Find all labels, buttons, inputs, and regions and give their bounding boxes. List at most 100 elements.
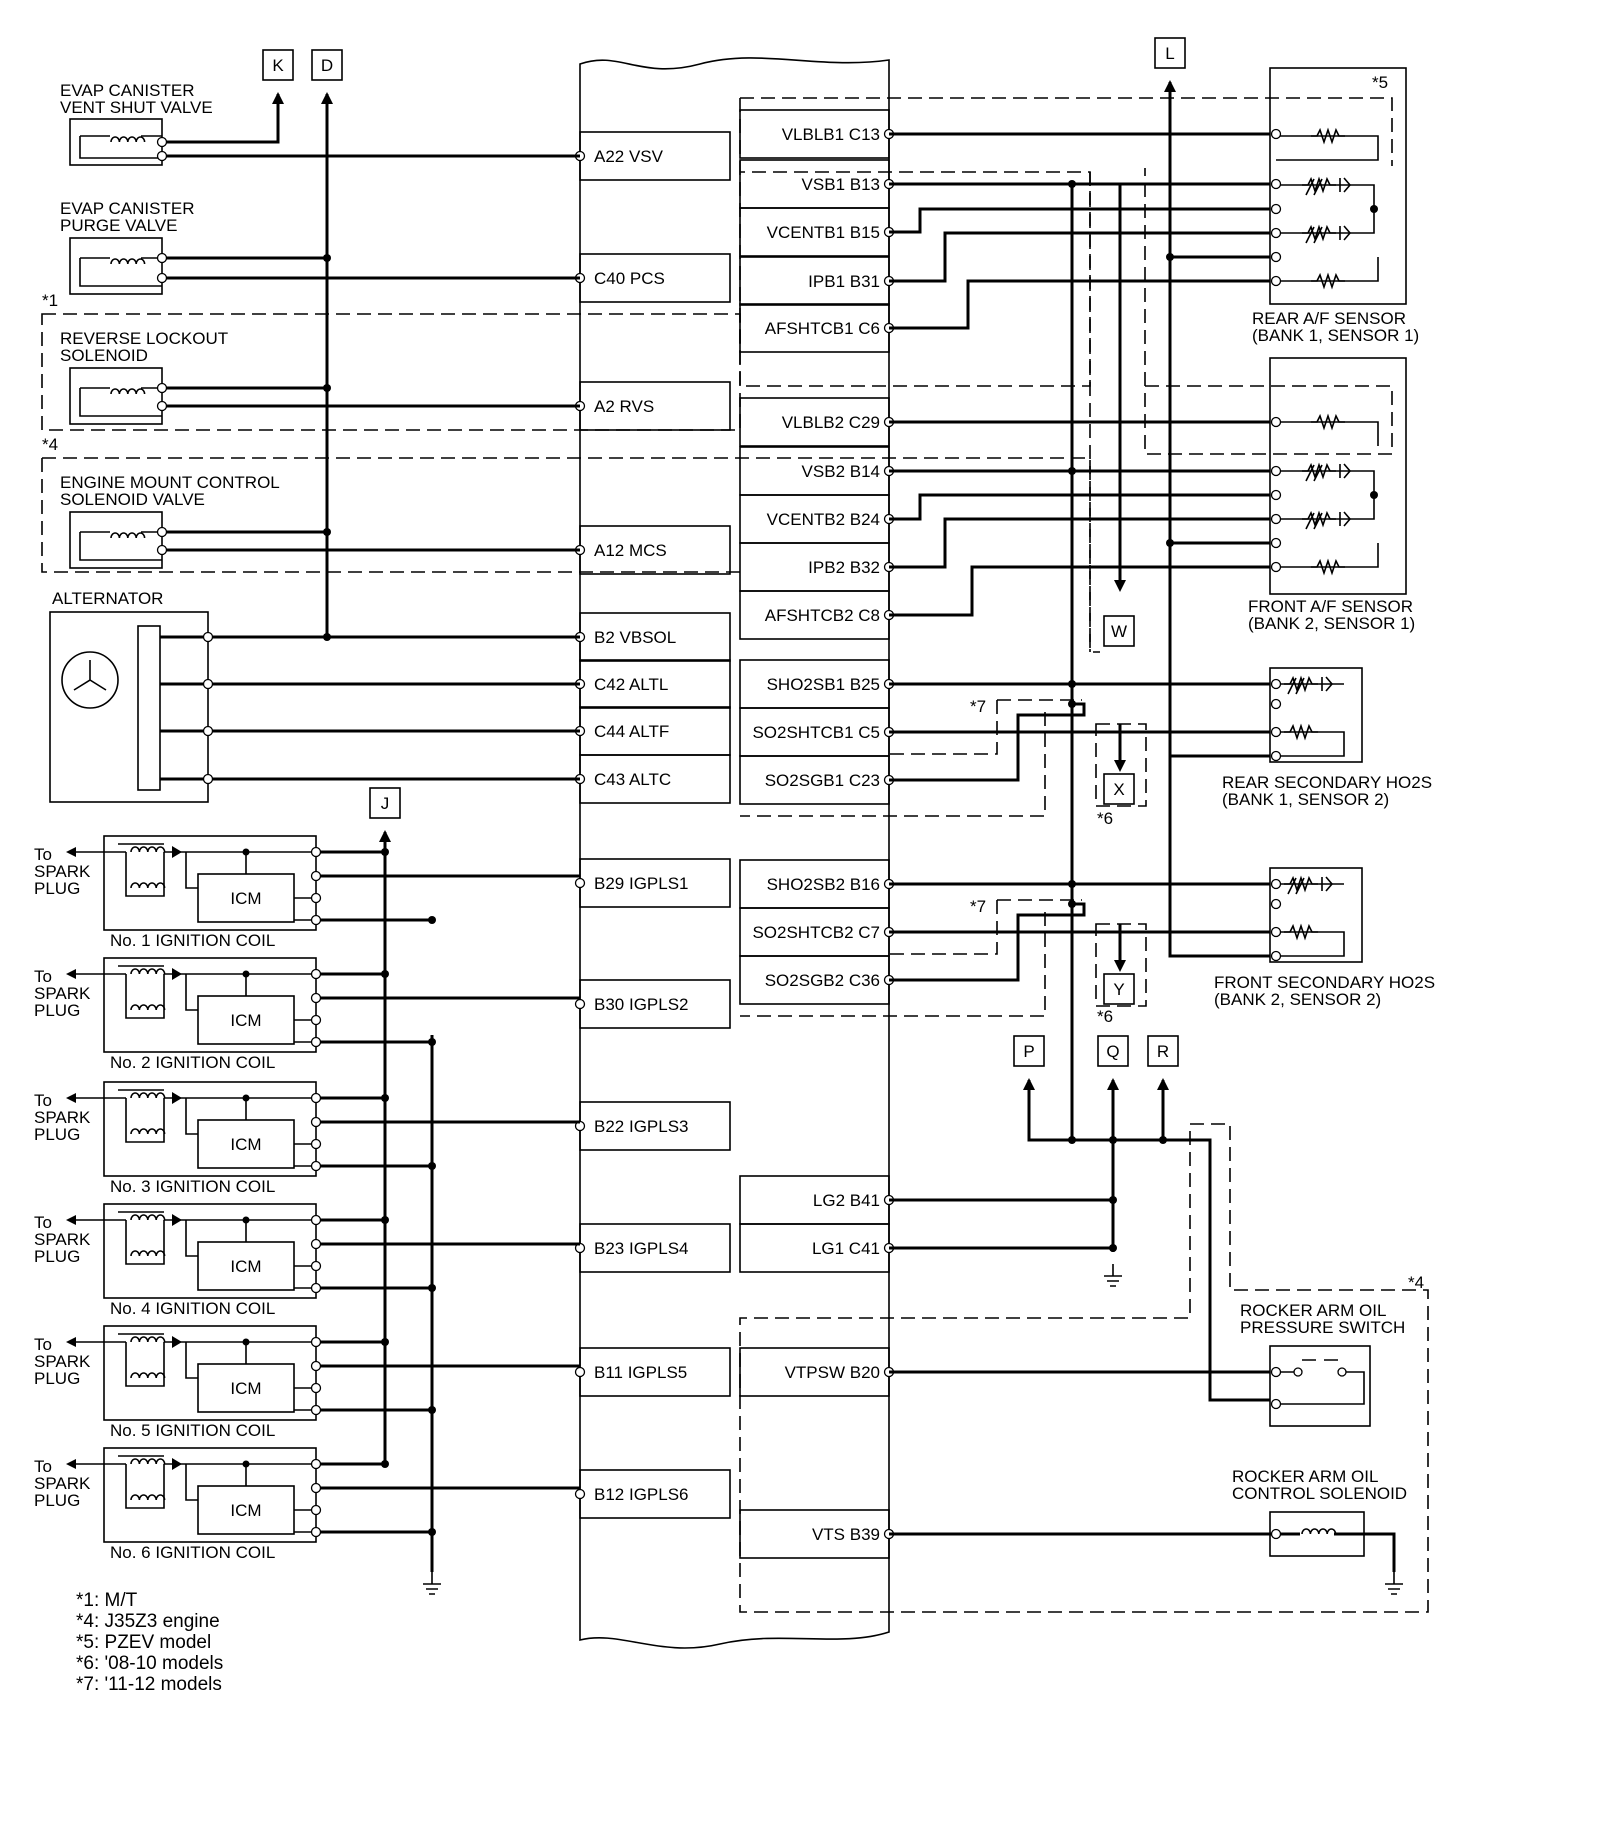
ecm-right-pin-label: SO2SGB1 C23 (765, 771, 880, 790)
reverse-lockout-label-2: SOLENOID (60, 346, 148, 365)
front-af-label-2: (BANK 2, SENSOR 1) (1248, 614, 1415, 633)
icm-label: ICM (230, 1379, 261, 1398)
rocker-arm-pressure-switch: ROCKER ARM OIL PRESSURE SWITCH (1240, 1301, 1405, 1427)
ecm-right-pin-label: LG2 B41 (813, 1191, 880, 1210)
coil-terminal (310, 892, 322, 904)
note-mark-6b: *6 (1097, 1007, 1113, 1026)
ignition-coil-box (103, 1325, 317, 1421)
rear-ho2s-label-1: REAR SECONDARY HO2S (1222, 773, 1432, 792)
spark-plug-label-3: PLUG (34, 1001, 80, 1020)
rear-af-label-1: REAR A/F SENSOR (1252, 309, 1406, 328)
ecm-right-pin-label: VLBLB1 C13 (782, 125, 880, 144)
terminal-pin (1270, 203, 1282, 215)
spark-arrow (66, 847, 76, 857)
terminal-pin (1270, 698, 1282, 710)
ecm-left-pin-label: C42 ALTL (594, 675, 668, 694)
spark-plug-label-1: To (34, 1335, 52, 1354)
coil-terminal (310, 1404, 322, 1416)
spark-plug-label-2: SPARK (34, 1108, 91, 1127)
evap-vent-valve: EVAP CANISTER VENT SHUT VALVE (60, 81, 213, 166)
coil-terminal (310, 1138, 322, 1150)
rear-ho2s-label-2: (BANK 1, SENSOR 2) (1222, 790, 1389, 809)
note-mark-4a: *4 (42, 435, 58, 454)
icm-label: ICM (230, 1257, 261, 1276)
terminal-pin (1270, 128, 1282, 140)
icm-label: ICM (230, 1501, 261, 1520)
spark-arrow (66, 1215, 76, 1225)
footnotes: *1: M/T *4: J35Z3 engine *5: PZEV model … (76, 1590, 223, 1695)
ecm-right-pin-label: IPB1 B31 (808, 272, 880, 291)
ecm-left-pin-label: A12 MCS (594, 541, 667, 560)
ecm-left-pin-label: B2 VBSOL (594, 628, 676, 647)
terminal-pin (1270, 561, 1282, 573)
connector-k: K (262, 49, 294, 81)
coil-terminal (310, 1526, 322, 1538)
terminal-pin (1270, 878, 1282, 890)
spark-plug-label-3: PLUG (34, 1247, 80, 1266)
coil-terminal (310, 992, 322, 1004)
spark-arrow (66, 1337, 76, 1347)
footnote-4: *6: '08-10 models (76, 1653, 223, 1674)
ecm-left-pin-label: B12 IGPLS6 (594, 1485, 689, 1504)
reverse-lockout-solenoid: REVERSE LOCKOUT SOLENOID (60, 329, 228, 425)
coil-junction (242, 1460, 250, 1468)
coil-junction (242, 970, 250, 978)
icm-label: ICM (230, 1011, 261, 1030)
ignition-coil-box (103, 1203, 317, 1299)
coil-terminal (310, 914, 322, 926)
terminal-pin (202, 678, 214, 690)
spark-arrow (66, 1093, 76, 1103)
coil-primary-winding (130, 968, 166, 975)
connector-r-label: R (1157, 1042, 1169, 1061)
connector-y-label: Y (1113, 980, 1124, 999)
terminal-pin (202, 725, 214, 737)
footnote-3: *5: PZEV model (76, 1632, 211, 1653)
note-mark-1: *1 (42, 291, 58, 310)
note-mark-7b: *7 (970, 897, 986, 916)
ecm-right-pin-label: AFSHTCB2 C8 (765, 606, 880, 625)
connector-k-label: K (272, 56, 284, 75)
coil-terminal (310, 1504, 322, 1516)
spark-arrow (66, 969, 76, 979)
note-mark-4b: *4 (1408, 1273, 1424, 1292)
rear-af-label-2: (BANK 1, SENSOR 1) (1252, 326, 1419, 345)
ignition-coil-label: No. 5 IGNITION COIL (110, 1421, 275, 1440)
coil-junction (242, 1338, 250, 1346)
ecm-left-pin-label: C40 PCS (594, 269, 665, 288)
note-mark-5: *5 (1372, 73, 1388, 92)
ground-junction (428, 1528, 436, 1536)
terminal-pin (156, 150, 168, 162)
connector-q-label: Q (1106, 1042, 1119, 1061)
coil-primary-winding (130, 1092, 166, 1099)
bus-junction (381, 848, 389, 856)
vent-valve-label-1: EVAP CANISTER (60, 81, 194, 100)
terminal-pin (156, 252, 168, 264)
reverse-lockout-label-1: REVERSE LOCKOUT (60, 329, 228, 348)
connector-j-label: J (381, 794, 390, 813)
coil-junction (242, 848, 250, 856)
coil-terminal (310, 870, 322, 882)
connector-p-label: P (1023, 1042, 1034, 1061)
coil-secondary-winding (130, 1250, 166, 1257)
bus-junction (381, 1094, 389, 1102)
ground-junction (428, 1406, 436, 1414)
evap-purge-valve: EVAP CANISTER PURGE VALVE (60, 199, 194, 295)
engine-mount-solenoid: ENGINE MOUNT CONTROL SOLENOID VALVE (60, 473, 280, 569)
ecm-left-pin-label: B11 IGPLS5 (594, 1363, 687, 1382)
coil-terminal (310, 968, 322, 980)
spark-plug-label-1: To (34, 1213, 52, 1232)
coil-terminal (310, 1336, 322, 1348)
coil-junction (242, 1216, 250, 1224)
terminal-pin (202, 773, 214, 785)
terminal-pin (1270, 251, 1282, 263)
connector-d-label: D (321, 56, 333, 75)
ecm-left-pin-label: C44 ALTF (594, 722, 669, 741)
ground-junction (428, 1284, 436, 1292)
terminal-pin (1270, 1398, 1282, 1410)
terminal-pin (1270, 416, 1282, 428)
pressure-switch-label-1: ROCKER ARM OIL (1240, 1301, 1386, 1320)
terminal-pin (1270, 275, 1282, 287)
spark-plug-label-2: SPARK (34, 1230, 91, 1249)
